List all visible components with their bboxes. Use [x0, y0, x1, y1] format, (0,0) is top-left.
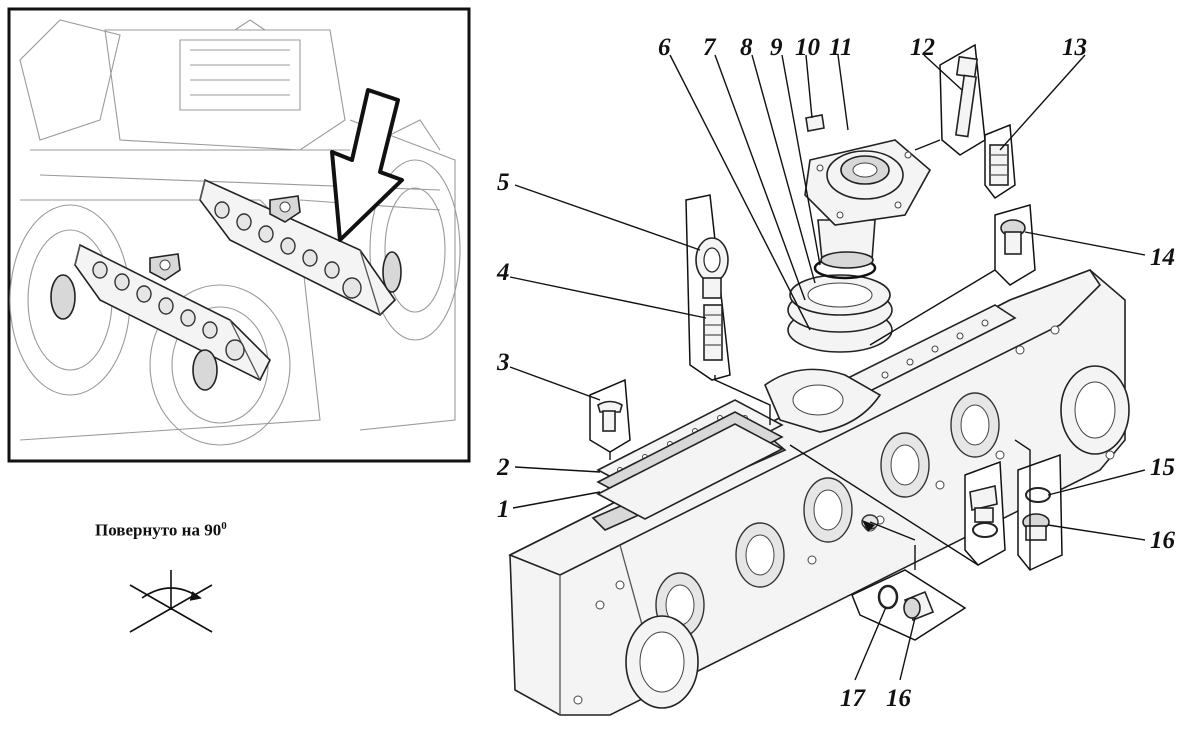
label-16-bottom: 16 — [886, 685, 912, 712]
label-1: 1 — [497, 496, 510, 523]
label-14: 14 — [1150, 244, 1175, 271]
top-cover — [596, 399, 784, 520]
drive-assembly — [787, 114, 932, 353]
eyebolt-callout — [685, 194, 731, 381]
label-12: 12 — [910, 34, 935, 61]
washer-plug-callout — [851, 569, 967, 641]
label-13: 13 — [1062, 34, 1087, 61]
leader-lines — [509, 54, 1146, 681]
stud-13-callout — [984, 123, 1016, 200]
label-2: 2 — [496, 454, 510, 481]
label-9: 9 — [770, 34, 783, 61]
label-8: 8 — [740, 34, 753, 61]
bolt-3-callout — [589, 378, 631, 453]
vehicle-inset — [7, 7, 471, 463]
label-15: 15 — [1150, 454, 1175, 481]
label-17: 17 — [840, 685, 867, 712]
label-11: 11 — [829, 34, 853, 61]
plug-16-right-callout — [1017, 453, 1063, 571]
rotation-degree-mark: 0 — [221, 520, 227, 532]
vehicle-sketch — [9, 19, 461, 446]
rotation-note: Повернуто на 900 — [95, 520, 227, 541]
upper-housing-sketch — [199, 178, 402, 316]
label-7: 7 — [703, 34, 717, 61]
locator-arrow-icon — [330, 88, 404, 242]
label-3: 3 — [496, 349, 510, 376]
bolt-12-callout — [939, 43, 986, 156]
rotation-note-text: Повернуто на 90 — [95, 520, 222, 540]
rotation-symbol-icon — [129, 570, 213, 633]
drain-bolt-callout — [964, 460, 1006, 566]
housing-windows — [655, 392, 1000, 638]
label-10: 10 — [795, 34, 821, 61]
lower-housing-sketch — [50, 243, 271, 391]
label-6: 6 — [658, 34, 671, 61]
part-numbers: 1 2 3 4 5 6 7 8 9 10 11 12 13 14 15 16 1… — [496, 34, 1176, 712]
plug-14-callout — [994, 204, 1036, 286]
label-5: 5 — [497, 169, 510, 196]
label-4: 4 — [496, 259, 510, 286]
label-16-right: 16 — [1150, 527, 1176, 554]
